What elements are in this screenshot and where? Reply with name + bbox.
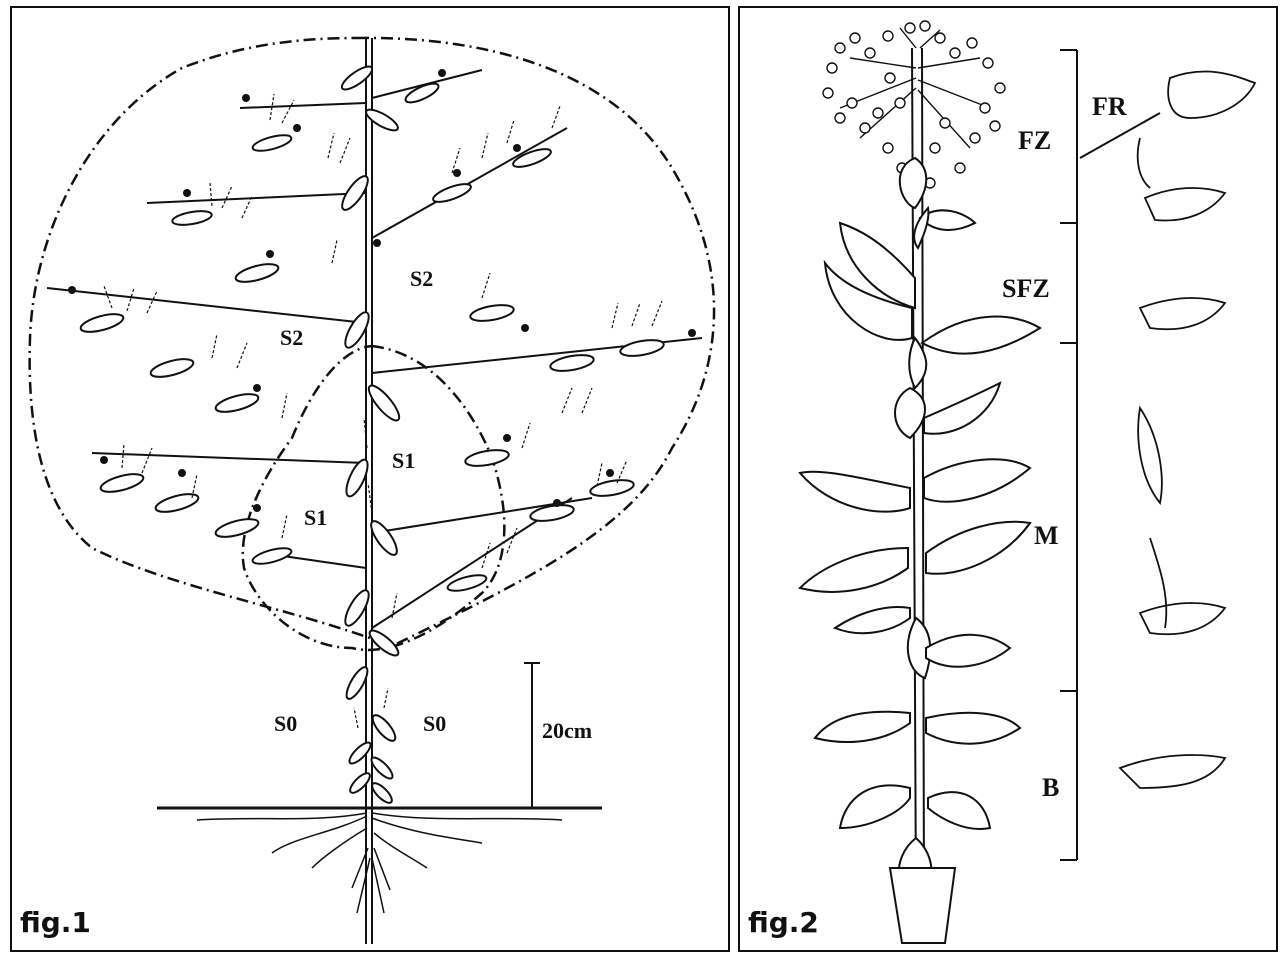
zone-label-m: M <box>1034 521 1059 551</box>
scale-bar <box>524 663 540 808</box>
figure-2-panel: FR FZ SFZ M B fig.2 <box>738 6 1278 952</box>
figure-caption: fig.2 <box>748 906 819 939</box>
zone-label-s0-left: S0 <box>274 711 297 737</box>
leaves <box>800 158 1040 913</box>
pot <box>890 868 955 943</box>
branches <box>47 70 702 628</box>
zone-label-s1-right: S1 <box>392 448 415 474</box>
zone-bracket <box>1060 50 1160 860</box>
plant-architecture-drawing <box>12 8 728 950</box>
callout-label-fr: FR <box>1092 92 1127 122</box>
zone-label-s2-left: S2 <box>280 325 303 351</box>
scale-bar-label: 20cm <box>542 718 592 744</box>
plant-zones-drawing <box>740 8 1276 950</box>
zone-label-sfz: SFZ <box>1002 274 1050 304</box>
roots <box>197 813 562 913</box>
zone-label-s0-right: S0 <box>423 711 446 737</box>
zone-label-b: B <box>1042 773 1059 803</box>
zone-label-fz: FZ <box>1018 126 1051 156</box>
zone-label-s2-right: S2 <box>410 266 433 292</box>
zone-label-s1-left: S1 <box>304 505 327 531</box>
leaf-position-sketches <box>1120 72 1255 788</box>
figure-1-panel: S2 S2 S1 S1 S0 S0 20cm fig.1 <box>10 6 730 952</box>
figure-caption: fig.1 <box>20 906 91 939</box>
flower-buds <box>68 69 696 512</box>
